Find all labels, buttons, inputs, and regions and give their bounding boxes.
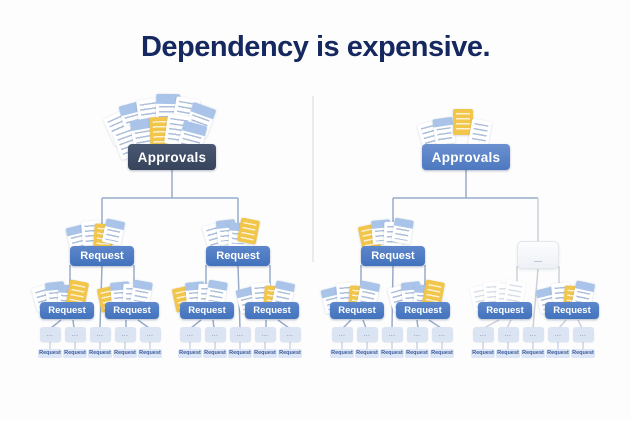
leaf-node: ... — [179, 327, 201, 342]
leaf-request-caption: Request — [521, 349, 545, 358]
leaf-node: ... — [39, 327, 61, 342]
leaf-request-caption: Request — [88, 349, 112, 358]
request-node: Request — [70, 246, 134, 266]
leaf-node: ... — [139, 327, 161, 342]
leaf-node: ... — [406, 327, 428, 342]
leaf-node: ... — [522, 327, 544, 342]
leaf-node: ... — [572, 327, 594, 342]
leaf-request-caption: Request — [253, 349, 277, 358]
document-stack-icon — [390, 217, 414, 245]
leaf-request-caption: Request — [471, 349, 495, 358]
request-node: Request — [361, 246, 425, 266]
leaf-request-caption: Request — [405, 349, 429, 358]
leaf-request-caption: Request — [496, 349, 520, 358]
leaf-node: ... — [356, 327, 378, 342]
leaf-node: ... — [89, 327, 111, 342]
request-node: Request — [40, 302, 94, 319]
leaf-node: ... — [331, 327, 353, 342]
document-stack-icon — [236, 217, 260, 245]
empty-node: — — [517, 241, 559, 269]
leaf-request-caption: Request — [355, 349, 379, 358]
leaf-request-caption: Request — [38, 349, 62, 358]
leaf-request-caption: Request — [546, 349, 570, 358]
leaf-node: ... — [497, 327, 519, 342]
leaf-request-caption: Request — [571, 349, 595, 358]
leaf-node: ... — [114, 327, 136, 342]
leaf-node: ... — [204, 327, 226, 342]
leaf-request-caption: Request — [138, 349, 162, 358]
leaf-node: ... — [254, 327, 276, 342]
leaf-node: ... — [431, 327, 453, 342]
leaf-node: ... — [64, 327, 86, 342]
leaf-request-caption: Request — [113, 349, 137, 358]
request-node: Request — [105, 302, 159, 319]
document-stack-icon — [453, 109, 473, 135]
request-node: Request — [330, 302, 384, 319]
leaf-request-caption: Request — [178, 349, 202, 358]
leaf-node: ... — [229, 327, 251, 342]
leaf-request-caption: Request — [278, 349, 302, 358]
leaf-request-caption: Request — [380, 349, 404, 358]
tree-divider-line — [312, 96, 314, 262]
leaf-node: ... — [381, 327, 403, 342]
request-node: Request — [245, 302, 299, 319]
request-node: Request — [180, 302, 234, 319]
request-node: Request — [545, 302, 599, 319]
leaf-node: ... — [547, 327, 569, 342]
leaf-request-caption: Request — [430, 349, 454, 358]
leaf-request-caption: Request — [228, 349, 252, 358]
leaf-node: ... — [279, 327, 301, 342]
slide-title: Dependency is expensive. — [140, 31, 491, 63]
leaf-node: ... — [472, 327, 494, 342]
leaf-request-caption: Request — [203, 349, 227, 358]
request-node: Request — [396, 302, 450, 319]
approvals-node: Approvals — [422, 144, 510, 170]
approvals-node: Approvals — [128, 144, 216, 170]
leaf-request-caption: Request — [330, 349, 354, 358]
leaf-request-caption: Request — [63, 349, 87, 358]
request-node: Request — [206, 246, 270, 266]
request-node: Request — [478, 302, 532, 319]
